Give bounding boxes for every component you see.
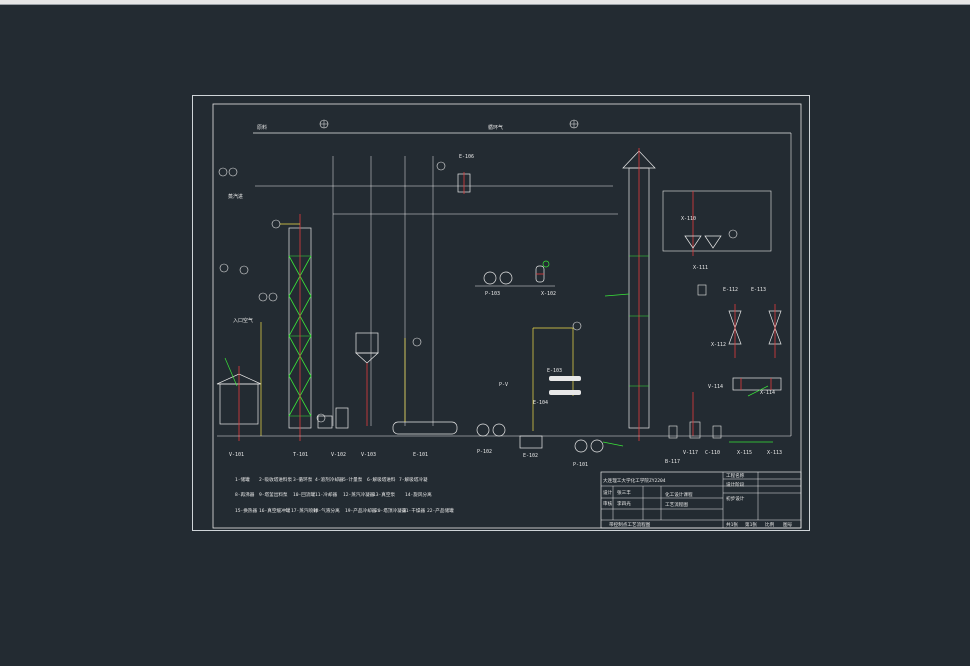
legend-item: 16-真空缓冲罐 bbox=[259, 507, 291, 514]
legend-item: 10-回流罐 bbox=[293, 491, 315, 498]
label-p103: P-103 bbox=[485, 291, 500, 297]
title-cell: 工程名称 bbox=[726, 472, 745, 479]
legend-item: 3-循环泵 bbox=[293, 476, 313, 483]
label-v114: V-114 bbox=[708, 384, 723, 390]
pump-icon bbox=[590, 439, 604, 453]
equipment-legend: 1-储罐 2-吸收塔进料泵 3-循环泵 4-溶剂冷却器 5-计量泵 6-解吸塔进… bbox=[235, 476, 454, 514]
label-e101: E-101 bbox=[413, 452, 428, 458]
label-e112: E-112 bbox=[723, 287, 738, 293]
label-recycle-gas: 循环气 bbox=[488, 124, 503, 131]
label-t101: T-101 bbox=[293, 452, 308, 458]
label-c110: C-110 bbox=[705, 450, 720, 456]
label-p102: P-102 bbox=[477, 449, 492, 455]
pump-icon bbox=[492, 423, 506, 437]
label-e104: E-104 bbox=[533, 400, 548, 406]
label-e113: E-113 bbox=[751, 287, 766, 293]
instrument-icon bbox=[258, 292, 268, 302]
title-cell: 化工设计课程 bbox=[665, 491, 693, 498]
label-x110: X-110 bbox=[681, 216, 696, 222]
inner-frame bbox=[212, 103, 802, 529]
instrument-icon bbox=[219, 263, 229, 273]
legend-item: 7-解吸塔冷凝 bbox=[399, 476, 428, 483]
label-x115: X-115 bbox=[737, 450, 752, 456]
legend-item: 9-塔釜出料泵 bbox=[259, 491, 288, 498]
title-cell: 比例 bbox=[765, 521, 775, 528]
x114-unit bbox=[732, 377, 782, 391]
e104-exchanger bbox=[549, 390, 581, 395]
legend-item: 21-干燥器 bbox=[403, 507, 425, 514]
instrument-icon bbox=[218, 167, 228, 177]
title-school: 大连理工大学化工学院ZY2204 bbox=[603, 477, 666, 484]
title-cell: 张三丰 bbox=[617, 489, 631, 496]
label-pv: P-V bbox=[499, 382, 508, 388]
label-x113: X-113 bbox=[767, 450, 782, 456]
title-cell: 图号 bbox=[783, 522, 793, 528]
label-v101: V-101 bbox=[229, 452, 244, 458]
instrument-icon bbox=[268, 292, 278, 302]
label-x112: X-112 bbox=[711, 342, 726, 348]
label-steam-in: 蒸汽进 bbox=[228, 193, 243, 200]
pump-icon bbox=[499, 271, 513, 285]
pump-icon bbox=[483, 271, 497, 285]
v102-vessel bbox=[355, 332, 379, 354]
legend-item: 19-产品冷却器 bbox=[345, 507, 377, 514]
legend-item: 8-再沸器 bbox=[235, 491, 255, 498]
title-cell: 设计阶段 bbox=[726, 481, 745, 488]
legend-item: 15-换热器 bbox=[235, 507, 257, 514]
label-e106: E-106 bbox=[459, 154, 474, 160]
instrument-icon bbox=[228, 167, 238, 177]
legend-item: 11-冷却器 bbox=[315, 491, 337, 498]
label-p101: P-101 bbox=[573, 462, 588, 468]
title-cell: 第1张 bbox=[745, 521, 757, 528]
e103-exchanger bbox=[549, 376, 581, 381]
top-toolbar-strip bbox=[0, 0, 970, 5]
title-cell: 审核 bbox=[603, 500, 613, 507]
title-block: 大连理工大学化工学院ZY2204 设计 张三丰 化工设计课程 审核 李四光 工艺… bbox=[600, 471, 802, 529]
legend-item: 17-蒸汽喷射 bbox=[291, 507, 318, 514]
legend-item: 2-吸收塔进料泵 bbox=[259, 476, 293, 483]
label-x114: X-114 bbox=[760, 390, 775, 396]
process-flow-diagram: 原料 循环气 蒸汽进 入口空气 V-101 T-101 bbox=[212, 103, 802, 529]
legend-item: 14-旋风分离 bbox=[405, 491, 432, 498]
title-cell: 共1张 bbox=[726, 521, 738, 528]
label-e102: E-102 bbox=[523, 453, 538, 459]
legend-item: 5-计量泵 bbox=[343, 476, 363, 483]
label-feed: 原料 bbox=[257, 124, 267, 131]
label-x102: X-102 bbox=[541, 291, 556, 297]
e101-exchanger bbox=[392, 421, 458, 435]
label-x111: X-111 bbox=[693, 265, 708, 271]
title-cell: 初步设计 bbox=[726, 495, 745, 502]
legend-item: 20-塔顶冷凝器 bbox=[375, 507, 407, 514]
label-v103: V-103 bbox=[361, 452, 376, 458]
drawing-sheet: 原料 循环气 蒸汽进 入口空气 V-101 T-101 bbox=[192, 95, 810, 531]
label-v102: V-102 bbox=[331, 452, 346, 458]
title-cell: 李四光 bbox=[617, 500, 631, 507]
title-cell: 工艺流程图 bbox=[665, 501, 688, 508]
legend-item: 6-解吸塔进料 bbox=[367, 476, 396, 483]
pump-icon bbox=[476, 423, 490, 437]
legend-item: 12-蒸汽冷凝器 bbox=[343, 491, 375, 498]
instrument-icon bbox=[239, 265, 249, 275]
label-v117: V-117 bbox=[683, 450, 698, 456]
legend-item: 22-产品储罐 bbox=[427, 507, 454, 514]
label-e103: E-103 bbox=[547, 368, 562, 374]
label-b117: B-117 bbox=[665, 459, 680, 465]
legend-item: 13-真空泵 bbox=[373, 491, 395, 498]
title-cell: 设计 bbox=[603, 489, 613, 496]
legend-item: 4-溶剂冷却器 bbox=[315, 476, 344, 483]
title-footer: 带控制点工艺流程图 bbox=[609, 521, 651, 528]
pump-icon bbox=[574, 439, 588, 453]
label-air-in: 入口空气 bbox=[233, 317, 253, 324]
legend-item: 18-气液分离 bbox=[313, 507, 340, 514]
legend-item: 1-储罐 bbox=[235, 476, 250, 483]
